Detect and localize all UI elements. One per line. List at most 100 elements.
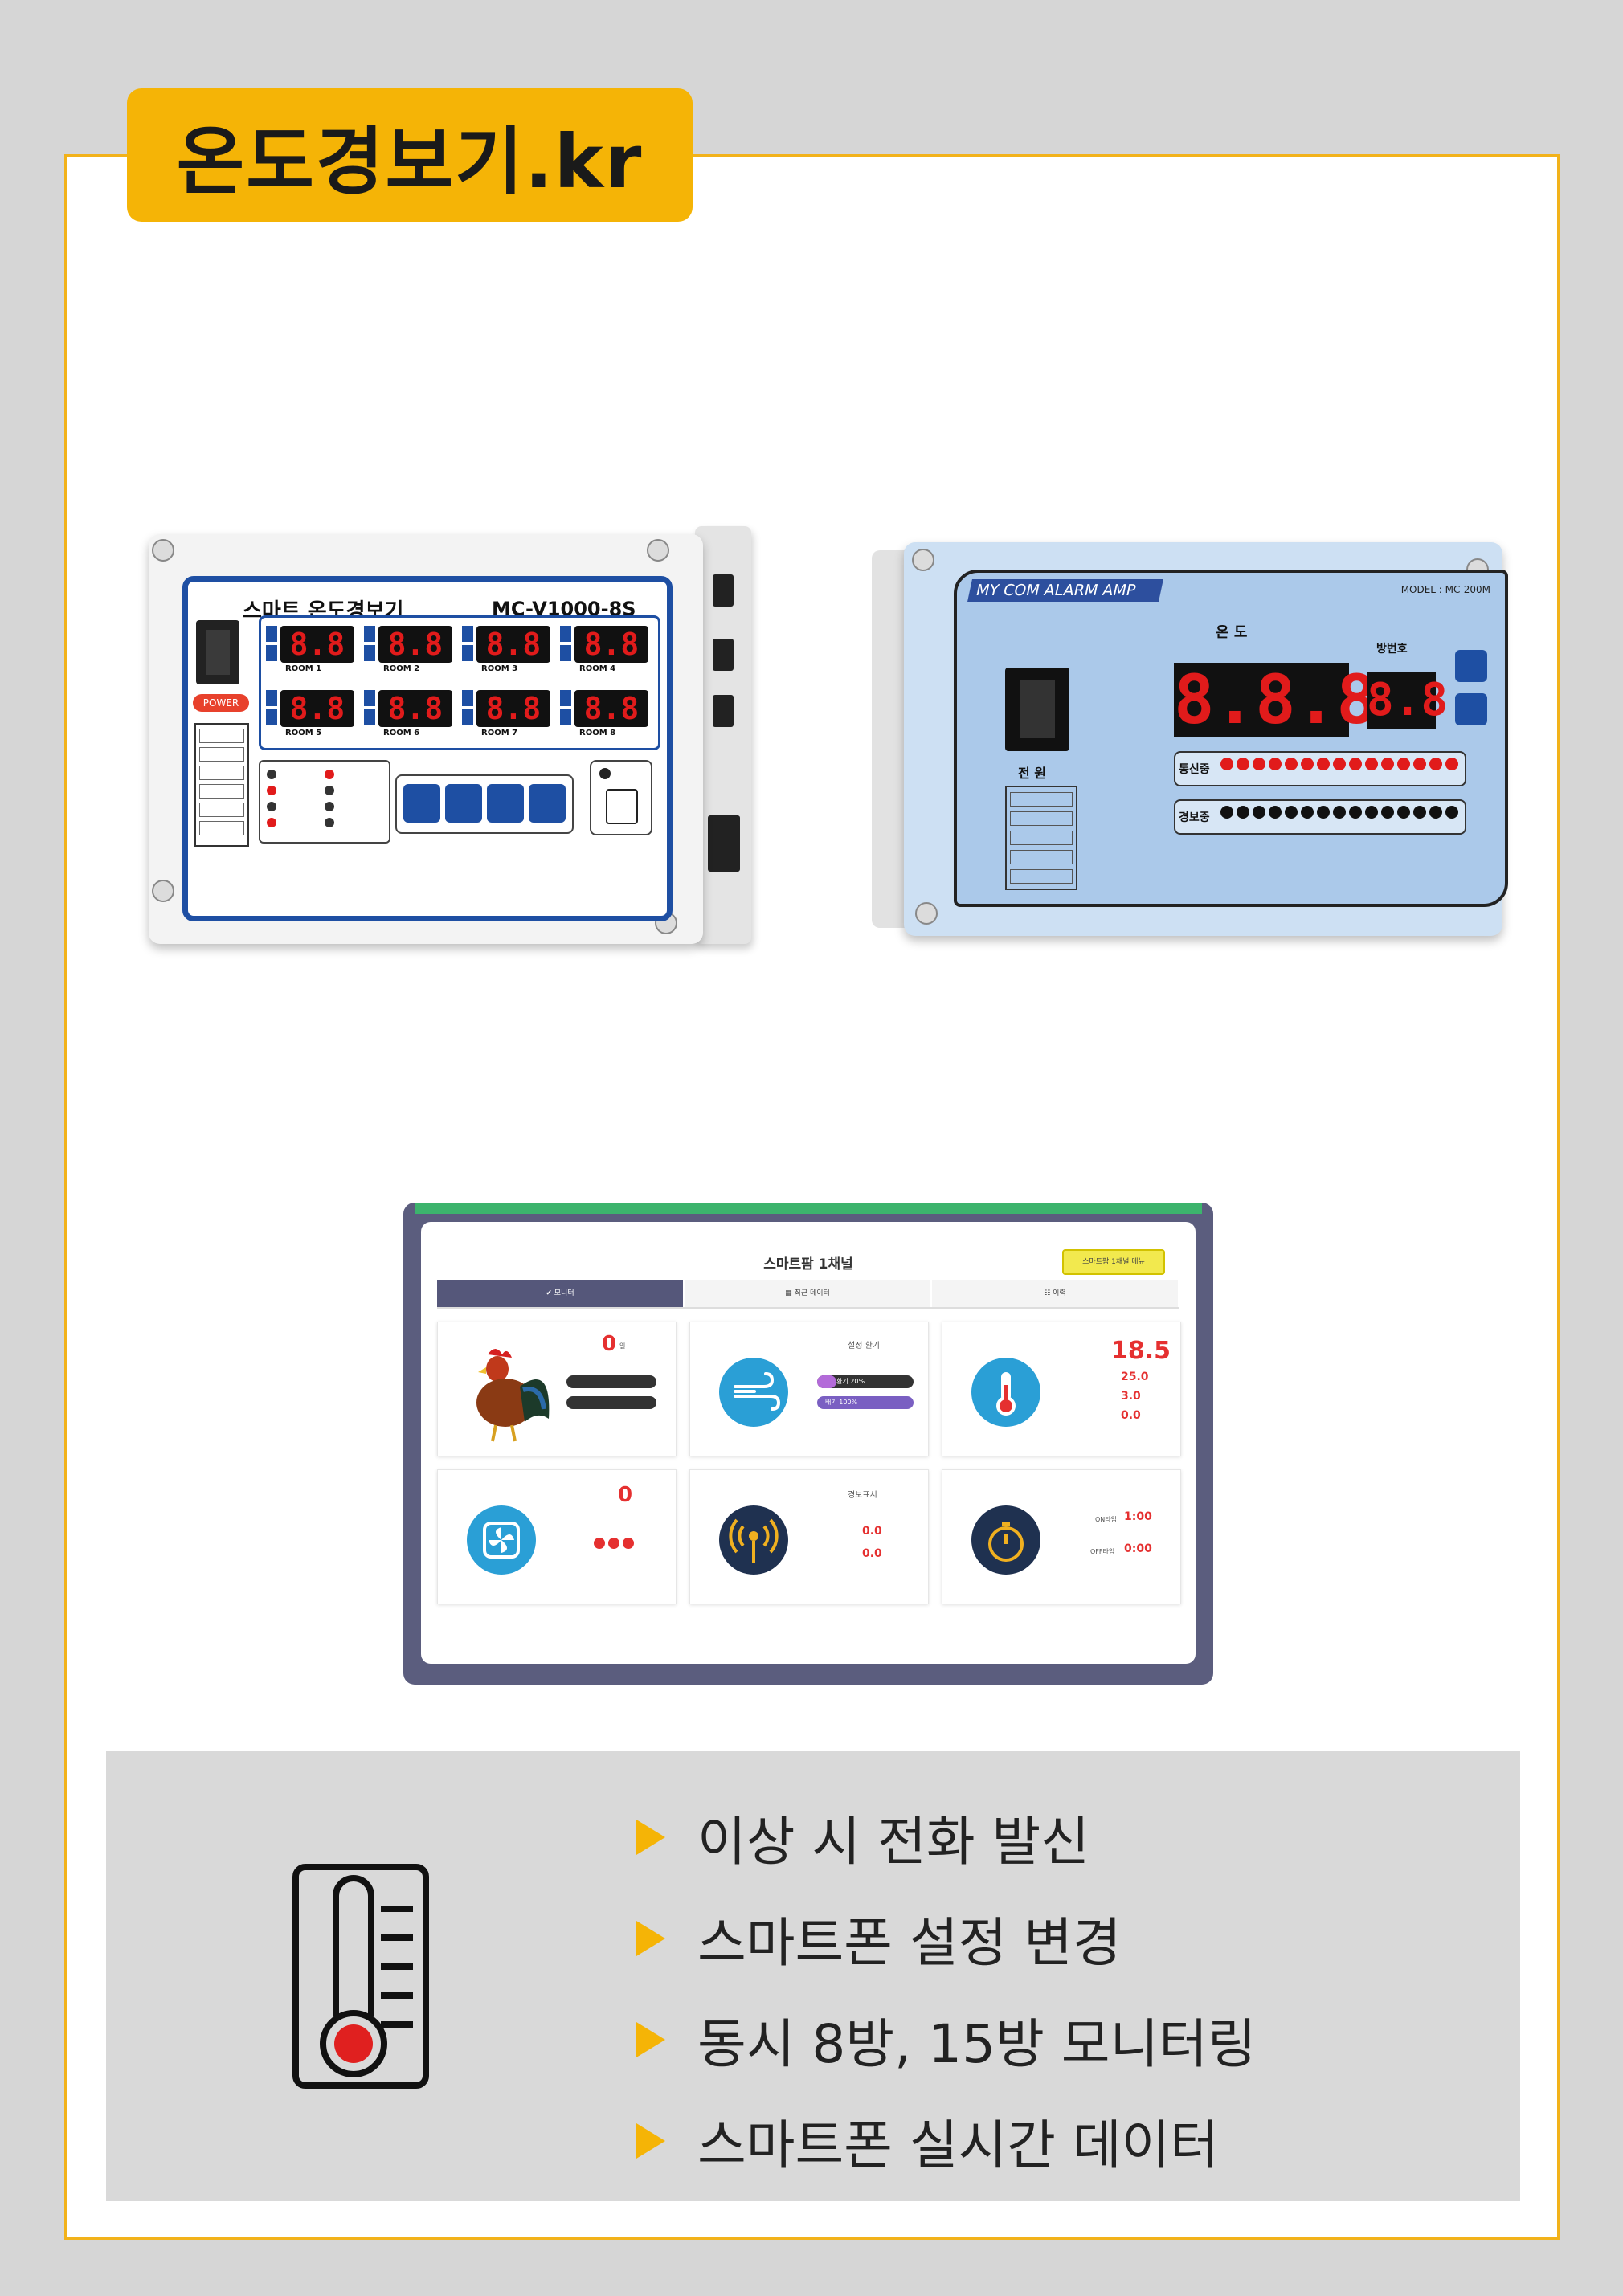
power-switch [196,620,239,684]
front-panel: MY COM ALARM AMP MODEL : MC-200M 온 도 방번호… [954,570,1508,907]
offset-value: 0.0 [1121,1409,1141,1422]
status-bar [415,1203,1202,1214]
set-temp-value: 25.0 [1121,1371,1149,1383]
exhaust-rate-bar: 배기 100% [817,1396,914,1409]
segment-display: 8.8 [574,626,648,663]
play-arrow-icon [636,2123,665,2159]
side-port [713,695,734,727]
device-body: 스마트 온도경보기 MC-V1000-8S POWER 8.8 ROOM 1 8… [149,534,703,944]
title-badge: 온도경보기.kr [127,88,693,222]
feature-item: 스마트폰 설정 변경 [636,1888,1257,1989]
segment-display: 8.8 [574,690,648,727]
card-ventilation: 설정 환기 환기 20% 배기 100% [689,1322,929,1456]
room-label: ROOM 4 [579,664,616,673]
product-tag: MY COM ALARM AMP [967,579,1163,602]
temp-label: 온 도 [1216,624,1248,641]
select-button[interactable] [445,784,482,823]
side-port [713,574,734,607]
room-display: 8.8 ROOM 2 [362,623,457,679]
page-title: 온도경보기.kr [176,118,644,205]
temperature-display: 8.8.8 [1174,660,1377,739]
channel-menu-button[interactable]: 스마트팜 1채널 메뉴 [1062,1249,1165,1275]
card-temperature: 18.5 25.0 3.0 0.0 [942,1322,1181,1456]
off-time-value: 0:00 [1124,1542,1152,1555]
device-model: MODEL : MC-200M [1400,584,1490,595]
on-time-value: 1:00 [1124,1510,1152,1523]
alarm-title: 경보표시 [848,1491,877,1500]
comm-led-row: 통신중 [1174,751,1466,786]
on-time-label: ON타임 [1095,1516,1118,1523]
room-label: ROOM 2 [383,664,420,673]
alarm-value-2: 0.0 [862,1547,882,1560]
room-display: 8.8 ROOM 4 [558,623,653,679]
status-checklist [1005,786,1077,890]
menu-button[interactable] [403,784,440,823]
screw-icon [647,539,669,562]
room-display: 8.8 ROOM 3 [460,623,555,679]
room-label: ROOM 5 [285,729,322,737]
segment-display: 8.8 [378,626,452,663]
alarm-value-1: 0.0 [862,1525,882,1538]
stopwatch-icon [971,1505,1040,1575]
room-display: 8.8 ROOM 5 [264,687,359,743]
screw-icon [152,880,174,902]
info-pill [566,1375,656,1388]
rooster-icon [476,1349,550,1442]
alarm-led-row: 경보중 [1174,799,1466,835]
deviation-value: 3.0 [1121,1390,1141,1403]
control-buttons [395,774,574,834]
tablet-screen: 스마트팜 1채널 스마트팜 1채널 메뉴 ✔ 모니터 ▦ 최근 데이터 ☷ 이력… [421,1222,1196,1664]
tab-history[interactable]: ☷ 이력 [932,1280,1178,1307]
thermometer-icon [292,1864,429,2089]
tab-recent-data[interactable]: ▦ 최근 데이터 [685,1280,930,1307]
mute-button[interactable] [590,760,652,835]
play-arrow-icon [636,2022,665,2057]
comm-label: 통신중 [1179,763,1210,776]
room-display-grid: 8.8 ROOM 1 8.8 ROOM 2 8.8 ROOM 3 8.8 ROO… [259,615,660,750]
fan-rate-text: 환기 20% [836,1378,865,1385]
power-switch [1005,668,1069,751]
thermometer-icon [971,1358,1040,1427]
alarm-label: 경보중 [1179,811,1210,824]
down-button[interactable] [1455,693,1487,725]
features-panel: 이상 시 전화 발신 스마트폰 설정 변경 동시 8방, 15방 모니터링 스마… [106,1751,1520,2201]
feature-item: 스마트폰 실시간 데이터 [636,2090,1257,2192]
growth-day-value: 0 [602,1332,617,1356]
feature-text: 스마트폰 실시간 데이터 [697,2114,1220,2176]
room-display: 8.8 ROOM 1 [264,623,359,679]
current-temp-value: 18.5 [1111,1337,1171,1365]
up-button[interactable] [1455,650,1487,682]
fan-value: 0 [618,1483,633,1507]
growth-day-unit: 일 [619,1342,626,1350]
device-side [695,526,751,944]
room-label: ROOM 3 [481,664,518,673]
feature-text: 동시 8방, 15방 모니터링 [697,2013,1257,2075]
down-button[interactable] [487,784,524,823]
feature-text: 스마트폰 설정 변경 [697,1912,1122,1974]
room-label: ROOM 7 [481,729,518,737]
play-arrow-icon [636,1820,665,1855]
card-growth-day: 0 일 [437,1322,677,1456]
exhaust-rate-text: 배기 100% [825,1399,858,1406]
tablet-dashboard: 스마트팜 1채널 스마트팜 1채널 메뉴 ✔ 모니터 ▦ 최근 데이터 ☷ 이력… [403,1203,1213,1685]
info-pill [566,1396,656,1409]
card-timer: ON타임 1:00 OFF타임 0:00 [942,1469,1181,1604]
feature-item: 이상 시 전화 발신 [636,1787,1257,1888]
dashboard-title: 스마트팜 1채널 [763,1256,853,1273]
feature-item: 동시 8방, 15방 모니터링 [636,1989,1257,2090]
card-alarm: 경보표시 0.0 0.0 [689,1469,929,1604]
status-checklist [194,723,249,847]
fan-icon [467,1505,536,1575]
segment-display: 8.8 [476,690,550,727]
room-display: 8.8 ROOM 7 [460,687,555,743]
room-label: ROOM 6 [383,729,420,737]
front-panel: 스마트 온도경보기 MC-V1000-8S POWER 8.8 ROOM 1 8… [182,576,673,921]
segment-display: 8.8 [378,690,452,727]
wind-icon [719,1358,788,1427]
room-display: 8.8 ROOM 8 [558,687,653,743]
segment-display: 8.8 [280,690,354,727]
power-socket [708,815,740,872]
up-button[interactable] [529,784,566,823]
screw-icon [152,539,174,562]
tab-monitor[interactable]: ✔ 모니터 [437,1280,683,1307]
